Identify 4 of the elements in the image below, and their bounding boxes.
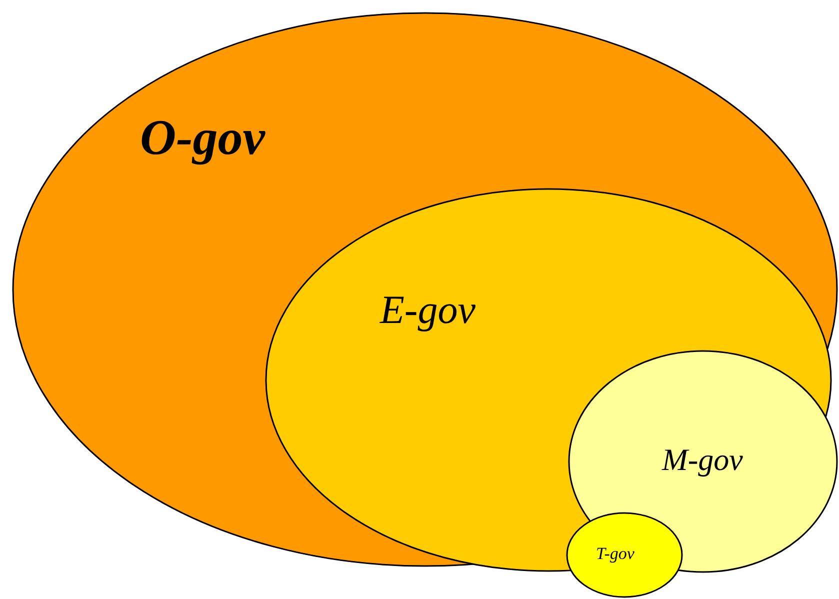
- small-ellipse: [566, 512, 683, 598]
- ellipse-label: E-gov: [380, 290, 476, 330]
- ellipse-label: T-gov: [596, 545, 634, 562]
- ellipse-label: M-gov: [662, 444, 743, 475]
